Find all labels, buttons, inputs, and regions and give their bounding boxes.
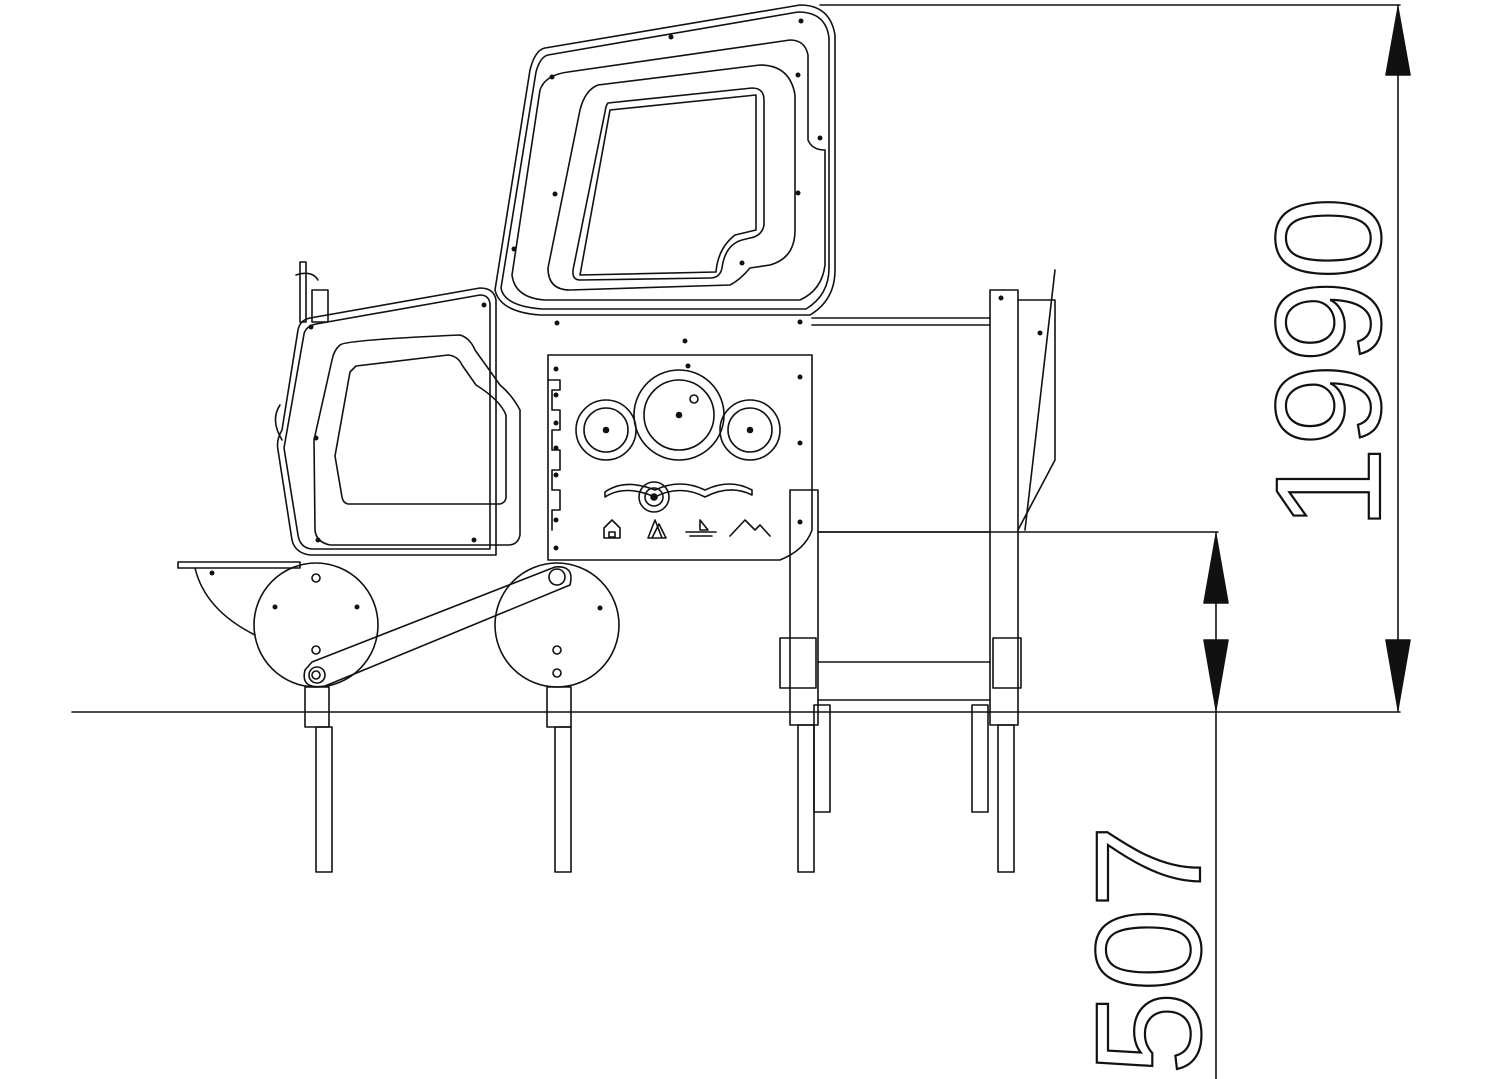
connecting-rod (304, 567, 571, 687)
front-wheel (495, 563, 619, 687)
house-icon (604, 520, 620, 538)
rear-bumper (178, 562, 300, 635)
dimension-label-507: 507 (1064, 825, 1232, 1075)
rivets (209, 18, 1043, 611)
boat-icon (686, 520, 716, 536)
ladder-structure (780, 270, 1055, 872)
dimension-label-1990: 1990 (1244, 196, 1412, 530)
dimension-platform-height (818, 532, 1228, 1079)
front-hood (275, 262, 520, 555)
rear-wheel (254, 563, 378, 687)
gear-panel (548, 355, 812, 560)
dimension-total-height (820, 5, 1410, 712)
posts (305, 687, 571, 872)
cabin (495, 5, 835, 315)
mountains-icon (730, 520, 770, 536)
trees-icon (648, 520, 666, 538)
